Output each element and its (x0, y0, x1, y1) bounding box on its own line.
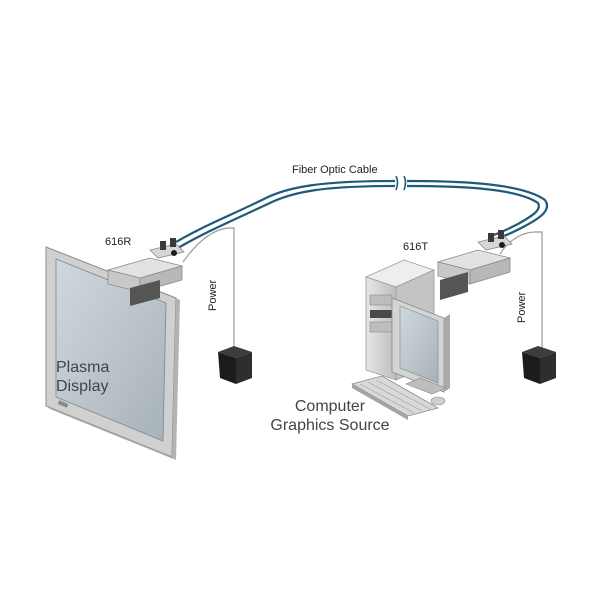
source-label: Computer Graphics Source (268, 397, 392, 435)
power-cord-left (182, 227, 235, 348)
transmitter-616t (436, 230, 513, 300)
power-label-left: Power (207, 279, 219, 311)
mouse (430, 396, 446, 406)
power-cord-right (499, 231, 543, 348)
receiver-label: 616R (105, 236, 132, 248)
power-adapter-right (522, 346, 556, 384)
cable-break-mark (395, 175, 407, 191)
power-adapter-left (218, 346, 252, 384)
display-label-line1: Plasma (56, 359, 110, 376)
keyboard (350, 375, 440, 420)
computer-monitor (391, 297, 450, 395)
source-label-line1: Computer (294, 398, 366, 415)
source-label-line2: Graphics Source (270, 417, 390, 434)
transmitter-label: 616T (403, 241, 429, 253)
display-label-line2: Display (56, 378, 109, 395)
display-label: Plasma Display (56, 358, 109, 396)
power-label-right: Power (516, 291, 528, 323)
fiber-cable-label: Fiber Optic Cable (292, 164, 378, 176)
receiver-616r (106, 238, 185, 306)
fiber-optic-cable (175, 179, 549, 249)
